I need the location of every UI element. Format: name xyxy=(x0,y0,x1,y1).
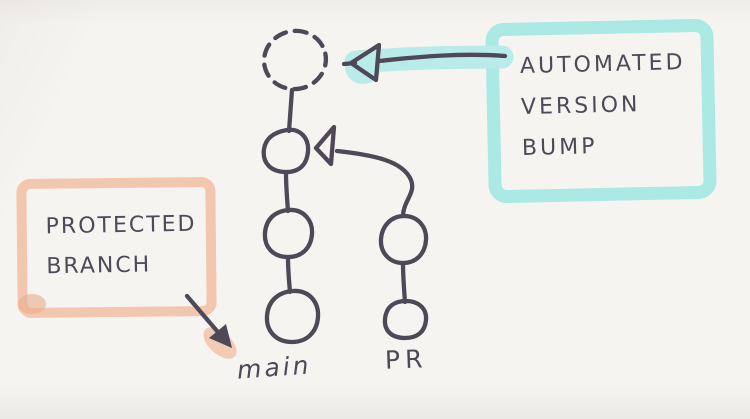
protected-branch-line-2: BRANCH xyxy=(46,252,152,280)
protected-branch-label: PROTECTED BRANCH xyxy=(45,205,197,288)
pr-commit-1 xyxy=(378,213,429,266)
bump-arrow-tip-tail xyxy=(341,60,358,67)
automated-version-bump-label: AUTOMATED VERSION BUMP xyxy=(520,42,688,169)
edge-commit1-commit2 xyxy=(283,170,291,214)
protect-arrowhead xyxy=(209,324,232,348)
automated-version-bump-line-1: AUTOMATED xyxy=(519,49,686,80)
automated-version-bump-line-3: BUMP xyxy=(521,134,598,162)
protect-arrow-shaft xyxy=(184,293,226,341)
protect-arrow-smear xyxy=(203,327,237,359)
pr-merge-curve xyxy=(334,148,415,218)
edge-pending-to-commit1 xyxy=(286,87,295,134)
protected-branch-line-1: PROTECTED xyxy=(45,211,197,240)
merge-arrowhead xyxy=(313,124,337,167)
edge-commit2-commit3 xyxy=(285,255,293,295)
pr-commit-2 xyxy=(382,298,429,341)
pr-branch-label: PR xyxy=(384,344,428,375)
main-branch-label: main xyxy=(236,350,313,385)
main-commit-3 xyxy=(264,288,321,345)
ink-strokes xyxy=(184,28,508,345)
bump-arrowhead xyxy=(348,42,382,83)
pending-commit-circle xyxy=(261,28,329,92)
automated-version-bump-line-2: VERSION xyxy=(520,92,641,121)
bump-arrow-shaft xyxy=(376,52,508,64)
orange-box-corner-blob xyxy=(18,294,46,314)
main-commit-1 xyxy=(261,127,311,175)
main-commit-2 xyxy=(262,207,315,260)
edge-pr1-pr2 xyxy=(400,260,408,305)
